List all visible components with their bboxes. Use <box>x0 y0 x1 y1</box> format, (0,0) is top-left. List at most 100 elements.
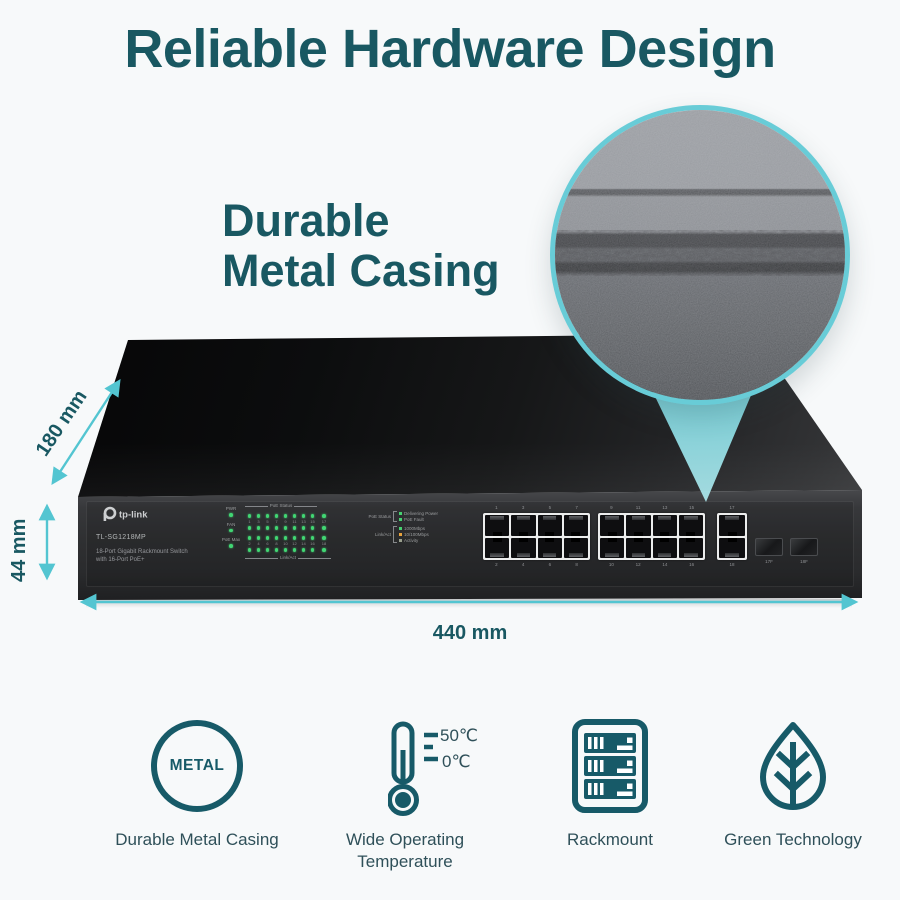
led-indicator <box>322 548 326 552</box>
led-indicator <box>310 548 315 552</box>
led-indicator <box>283 514 288 518</box>
port-bezel <box>598 513 705 560</box>
link-act-bracket: Link/Act <box>245 555 332 561</box>
callout-heading: Durable Metal Casing <box>222 196 500 296</box>
rj45-port <box>485 515 510 536</box>
logo-p-stem <box>103 513 107 521</box>
led-indicator <box>256 526 261 530</box>
rj45-port <box>678 515 703 536</box>
led-indicator <box>247 536 252 540</box>
led-indicator <box>256 514 261 518</box>
led-row <box>245 547 331 553</box>
height-dimension-label: 44 mm <box>8 518 30 582</box>
rj45-port <box>563 515 588 536</box>
led-indicator <box>265 526 270 530</box>
feature-operating-temperature: 50℃ 0℃ Wide Operating Temperature <box>310 712 500 873</box>
poe-status-bracket-label: PoE Status <box>269 503 293 508</box>
metal-badge-icon: METAL <box>151 720 243 812</box>
rj45-port <box>563 537 588 558</box>
device-shadow <box>86 599 852 608</box>
led-indicator <box>265 514 270 518</box>
legend-color-swatch <box>399 539 402 542</box>
led-indicator <box>229 513 233 517</box>
legend-color-swatch <box>399 527 402 530</box>
rackmount-icon <box>572 719 648 813</box>
led-indicator <box>283 536 288 540</box>
rj45-port <box>485 537 510 558</box>
callout-line-2: Metal Casing <box>222 245 500 296</box>
status-led: FAN <box>227 522 235 532</box>
rj45-port <box>600 515 625 536</box>
led-indicator <box>322 514 326 518</box>
port-bezel <box>717 513 747 560</box>
device-description-line1: 18-Port Gigabit Rackmount Switch <box>96 549 188 555</box>
brand-text: tp-link <box>119 510 148 521</box>
rj45-port <box>652 537 677 558</box>
status-led: PoE Max <box>222 537 240 548</box>
legend-color-swatch <box>399 533 402 536</box>
rj45-port <box>537 515 562 536</box>
led-indicator <box>310 536 315 540</box>
device-description: 18-Port Gigabit Rackmount Switch with 16… <box>96 548 188 564</box>
led-indicator <box>292 548 297 552</box>
rj45-port <box>626 515 651 536</box>
legend-entry: 1000Mbps <box>399 526 429 531</box>
led-indicator <box>292 514 297 518</box>
legend-color-swatch <box>399 518 402 521</box>
led-row <box>245 525 331 531</box>
rj45-port <box>719 537 745 558</box>
width-dimension-label: 440 mm <box>432 622 508 644</box>
led-indicator <box>256 536 261 540</box>
led-indicator <box>292 526 297 530</box>
led-indicator <box>229 528 233 532</box>
led-indicator <box>292 536 297 540</box>
led-indicator <box>301 526 306 530</box>
feature-label: Green Technology <box>724 830 862 849</box>
page-title: Reliable Hardware Design <box>124 19 776 79</box>
port-bezel <box>483 513 590 560</box>
led-row <box>245 535 331 541</box>
led-indicator <box>283 526 288 530</box>
led-indicator <box>283 548 288 552</box>
legend-entry: Delivering Power <box>399 511 438 516</box>
feature-label: Wide Operating Temperature <box>345 830 465 871</box>
led-indicator <box>301 536 306 540</box>
led-indicator <box>265 536 270 540</box>
legend-entry: PoE Fault <box>399 517 438 522</box>
feature-rackmount: Rackmount <box>515 712 705 851</box>
port-numbers-top: 17 <box>729 505 735 510</box>
callout-line-1: Durable <box>222 195 390 246</box>
rj45-port <box>600 537 625 558</box>
rj45-port <box>652 515 677 536</box>
rj45-port <box>626 537 651 558</box>
metal-badge-text: METAL <box>169 757 225 774</box>
model-number: TL-SG1218MP <box>96 534 146 541</box>
logo-p-icon <box>103 506 117 520</box>
feature-metal-casing: METAL Durable Metal Casing <box>102 712 292 851</box>
depth-dimension-label: 180 mm <box>31 386 92 461</box>
rj45-port <box>719 515 745 536</box>
feature-green-technology: Green Technology <box>698 712 888 851</box>
legend-color-swatch <box>399 512 402 515</box>
thermometer-icon <box>388 721 438 816</box>
led-indicator <box>247 514 252 518</box>
poe-status-bracket: PoE Status <box>245 503 318 509</box>
port-numbers-bottom: 18 <box>729 562 735 567</box>
rj45-port <box>511 515 536 536</box>
rj45-port <box>537 537 562 558</box>
sfp-slot <box>755 538 783 556</box>
led-indicator <box>247 526 252 530</box>
metal-grain-overlay <box>555 110 845 400</box>
rj45-port <box>511 537 536 558</box>
